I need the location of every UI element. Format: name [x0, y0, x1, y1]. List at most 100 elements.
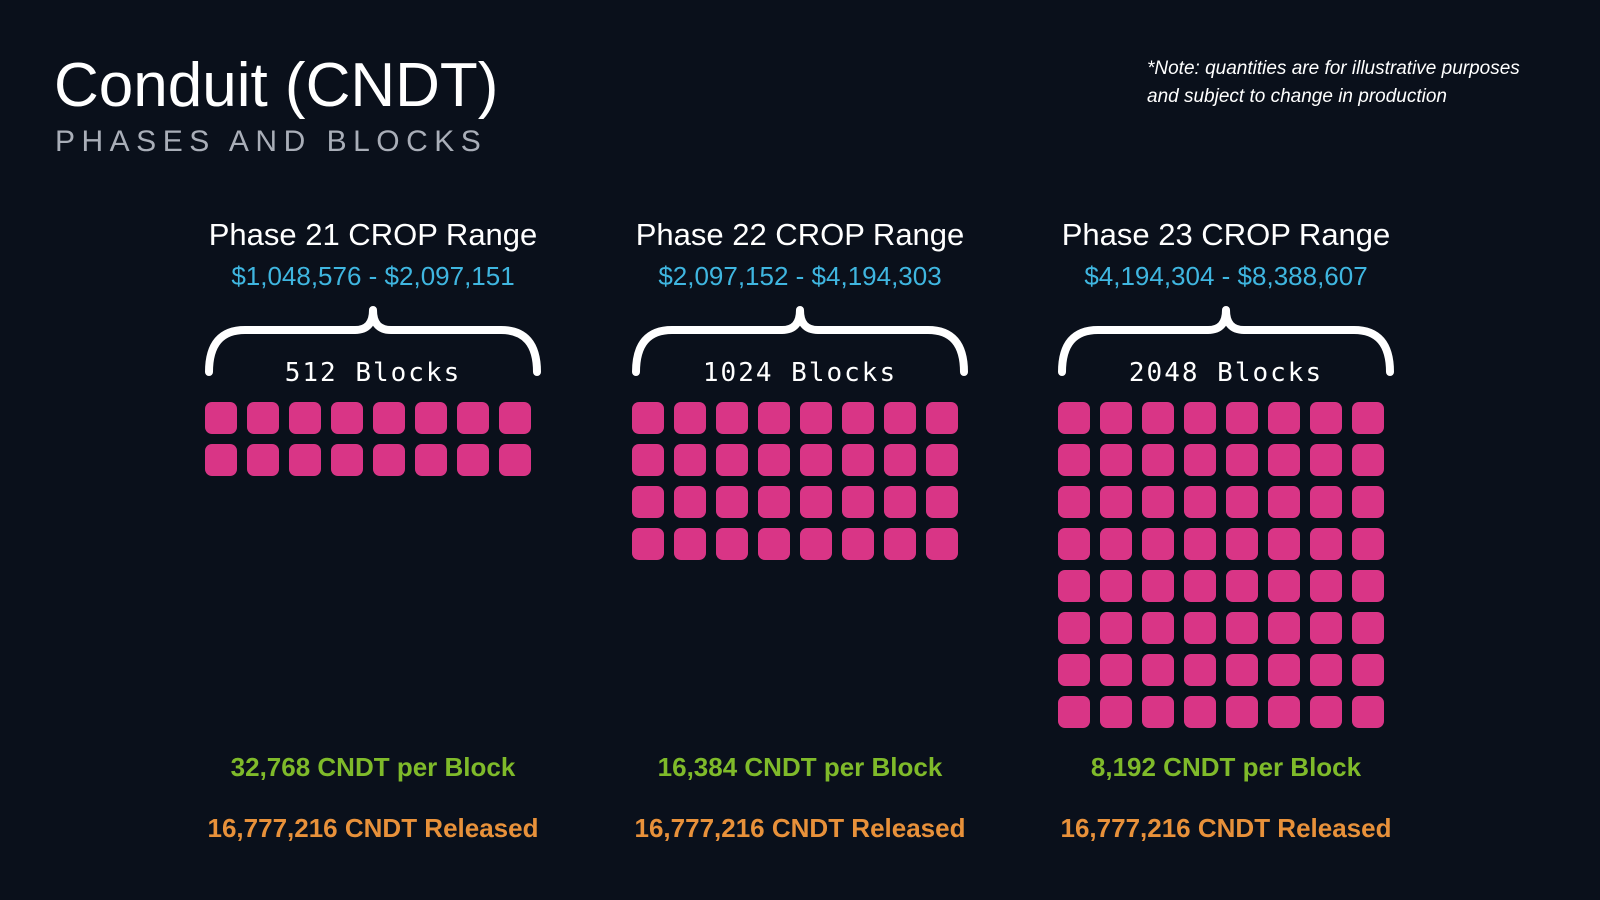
- block-square: [247, 444, 279, 476]
- phase-title: Phase 22 CROP Range: [635, 217, 965, 252]
- block-square: [1058, 696, 1090, 728]
- block-count-label: 2048 Blocks: [1128, 358, 1324, 388]
- block-square: [1058, 612, 1090, 644]
- block-square: [1226, 654, 1258, 686]
- block-square: [1226, 570, 1258, 602]
- block-square: [1352, 654, 1384, 686]
- phase-23-column: Phase 23 CROP Range $4,194,304 - $8,388,…: [1036, 0, 1416, 900]
- block-square: [842, 402, 874, 434]
- block-square: [926, 402, 958, 434]
- curly-brace-icon: [205, 306, 541, 376]
- block-square: [632, 528, 664, 560]
- block-square: [1184, 528, 1216, 560]
- block-square: [1100, 444, 1132, 476]
- phase-22-column: Phase 22 CROP Range $2,097,152 - $4,194,…: [610, 0, 990, 900]
- block-square: [842, 444, 874, 476]
- curly-brace-icon: [632, 306, 968, 376]
- curly-brace-icon: [1058, 306, 1394, 376]
- block-square: [1100, 612, 1132, 644]
- block-square: [1268, 696, 1300, 728]
- block-square: [1184, 654, 1216, 686]
- block-square: [1268, 528, 1300, 560]
- block-square: [884, 486, 916, 518]
- block-square: [247, 402, 279, 434]
- block-square: [1142, 528, 1174, 560]
- block-square: [800, 402, 832, 434]
- block-square: [632, 402, 664, 434]
- block-square: [674, 528, 706, 560]
- cndt-released: 16,777,216 CNDT Released: [207, 813, 539, 843]
- block-square: [1184, 612, 1216, 644]
- block-square: [1142, 444, 1174, 476]
- phase-price-range: $1,048,576 - $2,097,151: [231, 261, 515, 291]
- block-square: [1310, 654, 1342, 686]
- block-square: [632, 444, 664, 476]
- block-square: [1310, 696, 1342, 728]
- block-square: [1184, 402, 1216, 434]
- block-square: [415, 402, 447, 434]
- block-square: [1058, 486, 1090, 518]
- block-grid: [1058, 402, 1394, 728]
- block-square: [1352, 486, 1384, 518]
- block-square: [1226, 528, 1258, 560]
- block-square: [457, 444, 489, 476]
- note-line-2: and subject to change in production: [1147, 86, 1447, 107]
- block-count-label: 1024 Blocks: [702, 358, 898, 388]
- block-square: [1142, 402, 1174, 434]
- block-square: [499, 402, 531, 434]
- block-square: [1184, 570, 1216, 602]
- block-square: [1058, 402, 1090, 434]
- block-square: [1352, 444, 1384, 476]
- block-square: [331, 402, 363, 434]
- block-square: [289, 402, 321, 434]
- block-square: [1100, 402, 1132, 434]
- cndt-per-block: 8,192 CNDT per Block: [1090, 752, 1362, 782]
- block-square: [1184, 486, 1216, 518]
- block-square: [758, 486, 790, 518]
- block-square: [457, 402, 489, 434]
- block-square: [1310, 570, 1342, 602]
- phase-title: Phase 21 CROP Range: [208, 217, 538, 252]
- note-line-1: *Note: quantities are for illustrative p…: [1147, 58, 1520, 79]
- cndt-released: 16,777,216 CNDT Released: [634, 813, 966, 843]
- block-square: [1352, 570, 1384, 602]
- block-square: [373, 444, 405, 476]
- block-square: [1310, 444, 1342, 476]
- block-square: [205, 444, 237, 476]
- block-square: [1268, 654, 1300, 686]
- block-square: [1058, 654, 1090, 686]
- block-square: [758, 444, 790, 476]
- block-square: [1310, 612, 1342, 644]
- block-square: [1352, 402, 1384, 434]
- block-square: [1142, 486, 1174, 518]
- block-square: [373, 402, 405, 434]
- block-square: [716, 444, 748, 476]
- block-square: [1058, 570, 1090, 602]
- block-square: [1268, 612, 1300, 644]
- block-square: [1268, 444, 1300, 476]
- block-square: [1184, 444, 1216, 476]
- block-square: [1226, 486, 1258, 518]
- block-square: [1100, 486, 1132, 518]
- block-square: [926, 486, 958, 518]
- block-square: [800, 486, 832, 518]
- block-grid: [632, 402, 968, 560]
- page-title: Conduit (CNDT): [54, 51, 499, 120]
- block-square: [674, 486, 706, 518]
- block-square: [674, 444, 706, 476]
- block-square: [632, 486, 664, 518]
- block-square: [842, 528, 874, 560]
- block-square: [758, 402, 790, 434]
- block-square: [205, 402, 237, 434]
- phase-price-range: $2,097,152 - $4,194,303: [658, 261, 942, 291]
- block-square: [1310, 402, 1342, 434]
- phase-21-column: Phase 21 CROP Range $1,048,576 - $2,097,…: [183, 0, 563, 900]
- block-square: [674, 402, 706, 434]
- block-square: [716, 528, 748, 560]
- cndt-released: 16,777,216 CNDT Released: [1060, 813, 1392, 843]
- block-square: [1142, 612, 1174, 644]
- block-square: [1142, 696, 1174, 728]
- block-square: [1100, 570, 1132, 602]
- block-square: [926, 528, 958, 560]
- block-square: [884, 402, 916, 434]
